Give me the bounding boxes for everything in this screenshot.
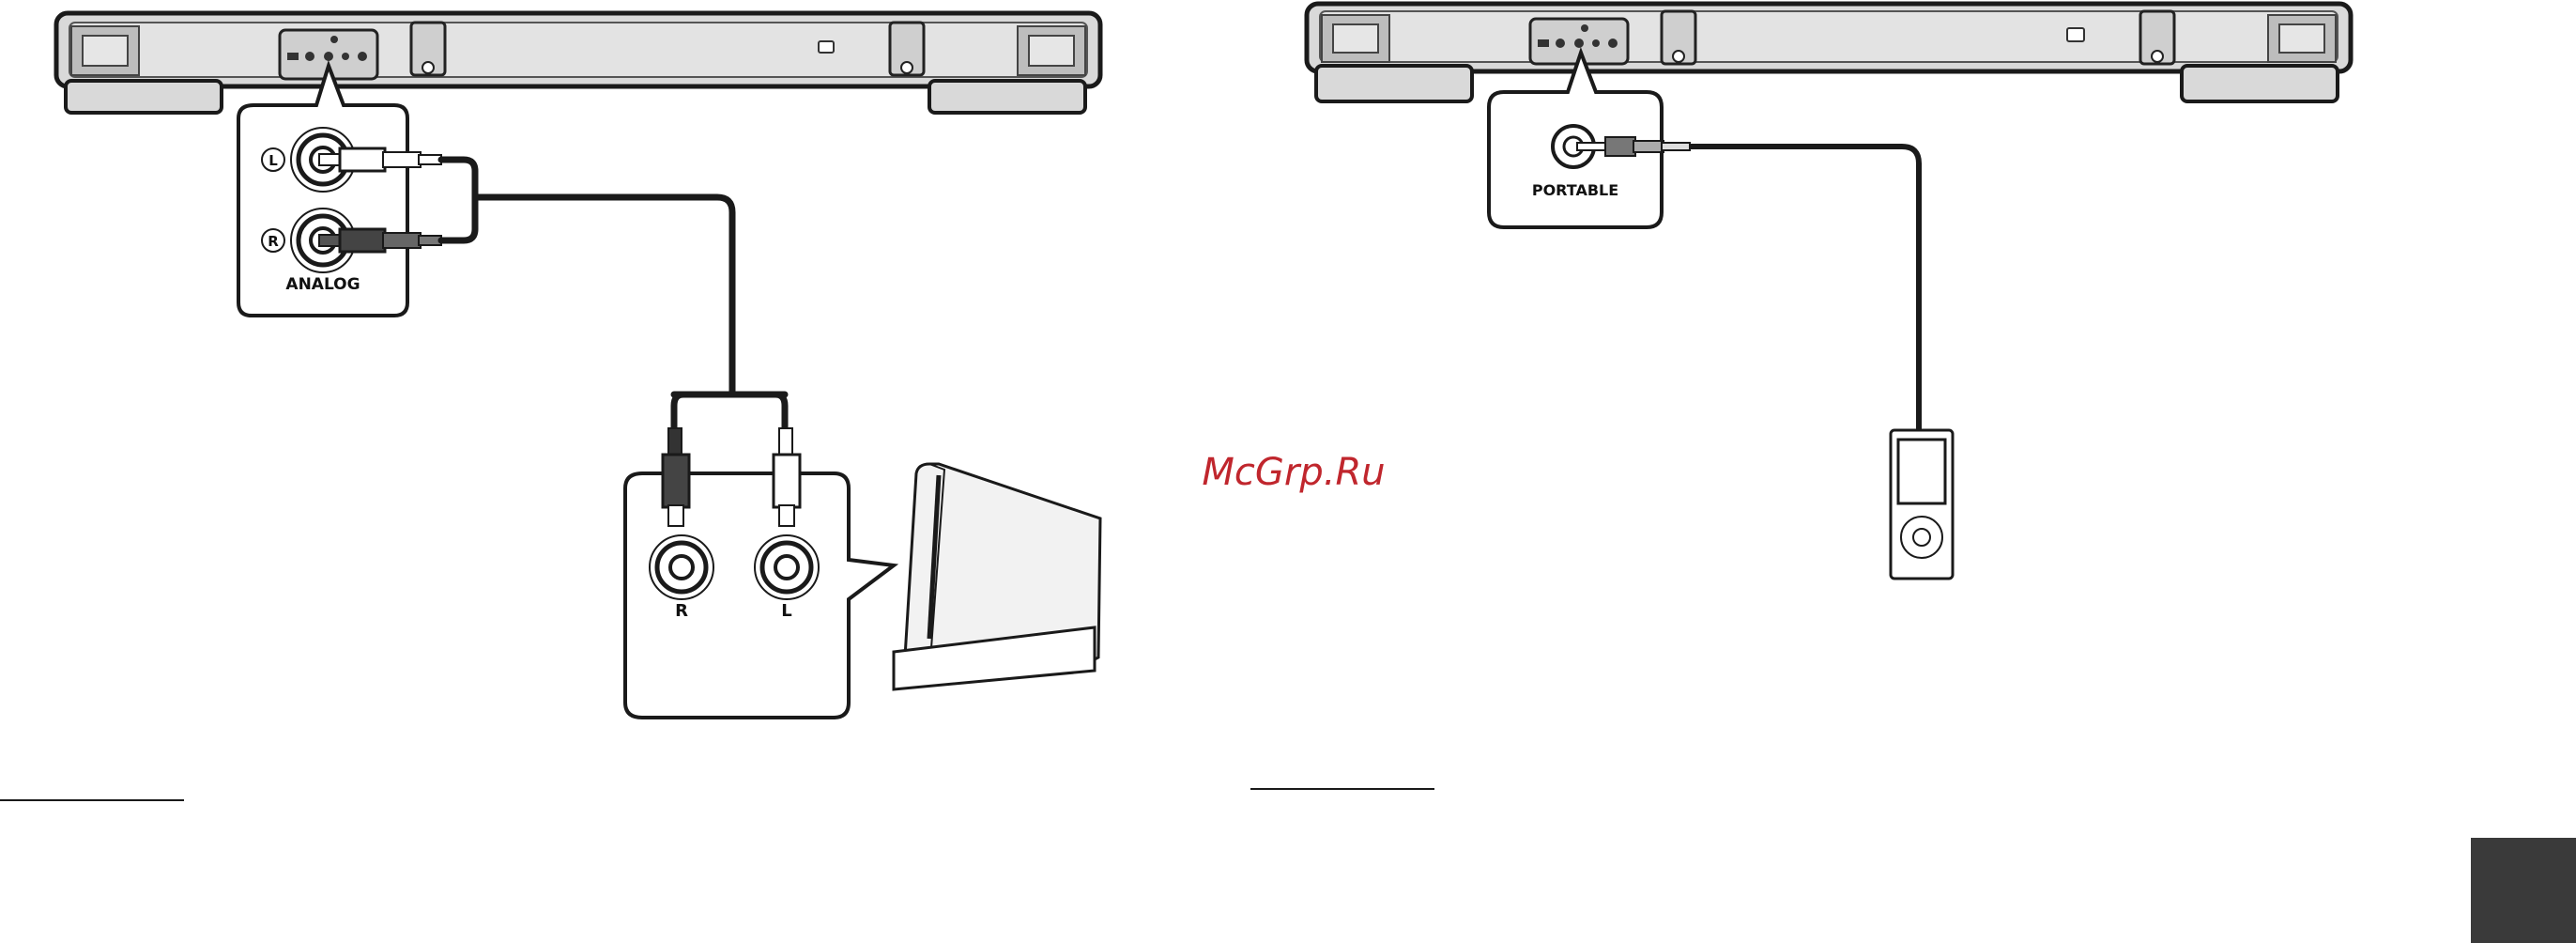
speaker-bar-right — [1307, 4, 2351, 101]
analog-input-callout: L R ANALOG — [238, 66, 407, 316]
portable-input-callout: PORTABLE — [1489, 53, 1690, 227]
page-edge-tab — [2471, 838, 2576, 943]
analog-label: ANALOG — [285, 275, 360, 294]
speaker-bar-left — [56, 13, 1100, 113]
left-channel-marker: L — [268, 152, 278, 169]
right-channel-marker: R — [268, 233, 279, 250]
portable-label: PORTABLE — [1532, 181, 1618, 199]
game-console-illustration — [894, 464, 1100, 689]
watermark-text: McGrp.Ru — [1202, 451, 1385, 494]
portable-player-illustration — [1891, 430, 1953, 579]
right-connection-diagram: PORTABLE — [1250, 4, 2351, 789]
left-connection-diagram: L R ANALOG — [0, 13, 1100, 800]
console-output-callout: R L — [625, 428, 894, 718]
stereo-cable — [441, 160, 785, 428]
console-right-label: R — [675, 601, 688, 621]
console-left-label: L — [781, 601, 791, 621]
portable-audio-cable — [1690, 147, 1919, 432]
